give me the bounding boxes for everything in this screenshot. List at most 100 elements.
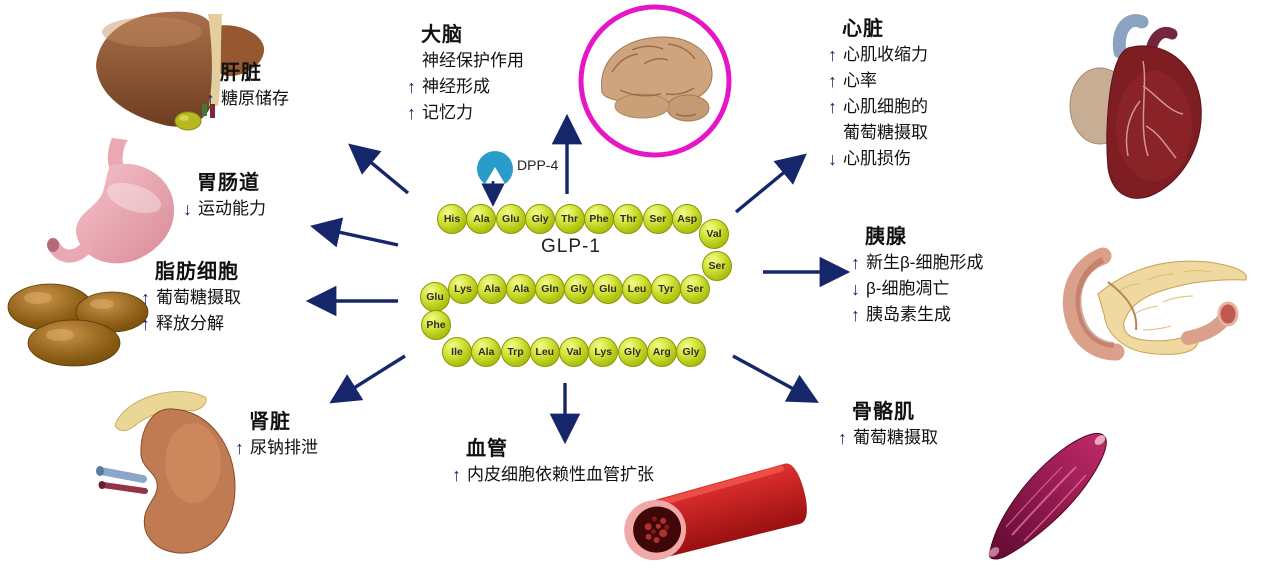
amino-acid-bead: Lys (588, 337, 619, 367)
fat-title: 脂肪细胞 (155, 261, 239, 283)
kidney-effect: ↑ 尿钠排泄 (235, 435, 318, 461)
muscle-effect: ↑ 葡萄糖摄取 (838, 425, 938, 451)
liver-title: 肝脏 (220, 62, 262, 84)
amino-acid-bead: Gly (564, 274, 594, 304)
up-arrow-glyph: ↑ (141, 288, 150, 308)
vessel-block: 血管 ↑ 内皮细胞依赖性血管扩张 (452, 436, 654, 488)
down-arrow-glyph: ↓ (828, 149, 837, 169)
effect-text: 葡萄糖摄取 (156, 288, 241, 307)
up-arrow-glyph: ↑ (407, 103, 416, 123)
heart-title: 心脏 (842, 18, 884, 40)
kidney-illustration (96, 391, 236, 554)
amino-acid-bead: Glu (495, 204, 526, 234)
up-arrow-glyph: ↑ (141, 314, 150, 334)
up-arrow-glyph: ↑ (851, 253, 860, 273)
effect-text: 心率 (843, 71, 877, 90)
effect-text: β-细胞凋亡 (866, 279, 950, 298)
brain-title: 大脑 (421, 24, 463, 46)
liver-illustration (96, 11, 265, 131)
amino-acid-bead: His (437, 204, 467, 234)
amino-acid-bead: Phe (421, 310, 451, 340)
effect-text: 记忆力 (422, 103, 473, 122)
dpp4-label: DPP-4 (517, 157, 559, 173)
amino-acid-bead: Ala (471, 337, 502, 367)
arrow-to-muscle (732, 354, 819, 403)
effect-text: 神经保护作用 (422, 51, 524, 70)
heart-effect: ↑ 心肌收缩力 (828, 42, 928, 68)
brain-effect: ↑ 记忆力 (407, 100, 524, 126)
effect-text: 葡萄糖摄取 (853, 428, 938, 447)
effect-text: 神经形成 (422, 77, 490, 96)
effect-text: 新生β-细胞形成 (866, 253, 984, 272)
effect-text: 葡萄糖摄取 (843, 123, 928, 142)
kidney-block: 肾脏 ↑ 尿钠排泄 (235, 409, 318, 461)
amino-acid-bead: Gly (617, 337, 648, 367)
liver-effect: ↑ 糖原储存 (206, 86, 289, 112)
up-arrow-glyph: ↑ (828, 97, 837, 117)
amino-acid-bead: Ala (506, 274, 536, 304)
heart-block: 心脏 ↑ 心肌收缩力 ↑ 心率 ↑ 心肌细胞的 葡萄糖摄取 ↓ 心肌损伤 (828, 16, 928, 172)
fat-cells-illustration (7, 283, 149, 367)
dpp4-enzyme-icon (477, 151, 513, 189)
down-arrow-glyph: ↓ (183, 199, 192, 219)
pancreas-effect: ↑ 胰岛素生成 (851, 302, 983, 328)
amino-acid-bead: Asp (672, 204, 703, 234)
arrow-to-kidney (329, 354, 406, 404)
arrow-to-heart (734, 153, 807, 214)
pancreas-title: 胰腺 (865, 226, 907, 248)
heart-effect: 葡萄糖摄取 (828, 120, 928, 146)
amino-acid-bead: Glu (420, 282, 450, 312)
amino-acid-bead: Ile (442, 337, 472, 367)
amino-acid-bead: Ser (680, 274, 710, 304)
amino-acid-bead: Gly (676, 337, 706, 367)
amino-acid-bead: Lys (448, 274, 478, 304)
kidney-title: 肾脏 (249, 411, 291, 433)
effect-text: 心肌收缩力 (843, 45, 928, 64)
amino-acid-bead: Gln (535, 274, 565, 304)
amino-acid-bead: Thr (613, 204, 644, 234)
fat-block: 脂肪细胞 ↑ 葡萄糖摄取 ↑ 释放分解 (141, 259, 241, 337)
up-arrow-glyph: ↑ (851, 305, 860, 325)
brain-effect: ↑ 神经形成 (407, 74, 524, 100)
glp1-label: GLP-1 (541, 236, 601, 257)
up-arrow-glyph: ↑ (206, 89, 215, 109)
amino-acid-bead: Leu (529, 337, 560, 367)
amino-acid-bead: Glu (593, 274, 623, 304)
muscle-title: 骨骼肌 (852, 401, 915, 423)
brain-effect: 神经保护作用 (407, 48, 524, 74)
pancreas-effect: ↓ β-细胞凋亡 (851, 276, 983, 302)
amino-acid-bead: Tyr (651, 274, 681, 304)
blood-vessel-illustration (624, 463, 807, 561)
fat-effect: ↑ 释放分解 (141, 311, 241, 337)
heart-effect: ↑ 心率 (828, 68, 928, 94)
vessel-effect: ↑ 内皮细胞依赖性血管扩张 (452, 462, 654, 488)
effect-text: 内皮细胞依赖性血管扩张 (467, 465, 654, 484)
effect-text: 心肌损伤 (843, 149, 911, 168)
liver-block: 肝脏 ↑ 糖原储存 (206, 60, 289, 112)
gi-title: 胃肠道 (197, 172, 260, 194)
brain-illustration (578, 4, 732, 158)
effect-text: 心肌细胞的 (843, 97, 928, 116)
gi-effect: ↓ 运动能力 (183, 196, 266, 222)
pancreas-illustration (1062, 247, 1247, 361)
pancreas-effect: ↑ 新生β-细胞形成 (851, 250, 983, 276)
heart-effect: ↑ 心肌细胞的 (828, 94, 928, 120)
vessel-title: 血管 (466, 438, 508, 460)
up-arrow-glyph: ↑ (828, 71, 837, 91)
gi-block: 胃肠道 ↓ 运动能力 (183, 170, 266, 222)
amino-acid-bead: Ser (702, 251, 732, 281)
arrow-to-liver (348, 143, 410, 195)
down-arrow-glyph: ↓ (851, 279, 860, 299)
effect-text: 糖原储存 (221, 89, 289, 108)
effect-text: 尿钠排泄 (250, 438, 318, 457)
effect-text: 胰岛素生成 (866, 305, 951, 324)
up-arrow-glyph: ↑ (838, 428, 847, 448)
amino-acid-bead: Val (559, 337, 589, 367)
amino-acid-bead: Phe (584, 204, 614, 234)
muscle-illustration (988, 432, 1107, 560)
amino-acid-bead: Ala (477, 274, 507, 304)
heart-effect: ↓ 心肌损伤 (828, 146, 928, 172)
up-arrow-glyph: ↑ (828, 45, 837, 65)
brain-block: 大脑 神经保护作用 ↑ 神经形成 ↑ 记忆力 (407, 22, 524, 126)
